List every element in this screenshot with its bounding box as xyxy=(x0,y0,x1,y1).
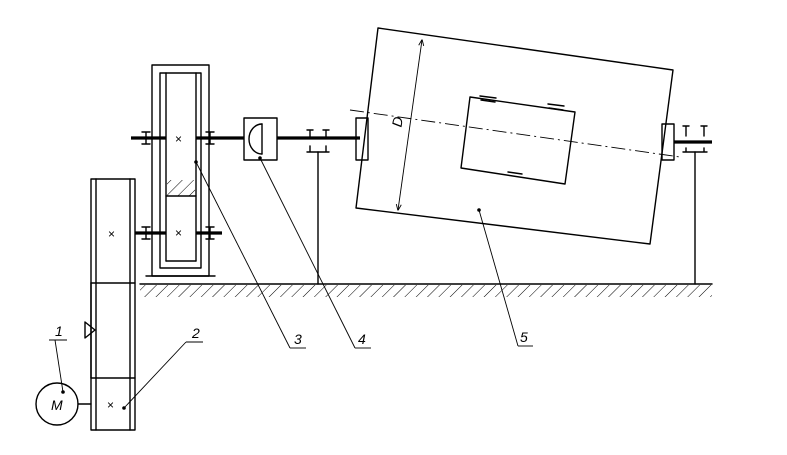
coupling-arc xyxy=(248,123,263,155)
lower-gear-axis-mark: × xyxy=(175,226,182,240)
belt-gap-left xyxy=(92,284,95,376)
callouts: 1 2 3 4 5 xyxy=(49,156,533,410)
motor-symbol: M xyxy=(51,397,63,413)
drum-outline xyxy=(355,27,674,245)
belt-gap-right xyxy=(131,284,134,376)
leader-2 xyxy=(123,341,187,409)
drum-inner-window xyxy=(460,96,576,185)
diameter-arrow xyxy=(398,40,422,210)
label-gearbox: 3 xyxy=(294,331,302,347)
drum: D xyxy=(349,27,681,245)
label-motor: 1 xyxy=(55,323,63,339)
coupling xyxy=(243,117,278,161)
belt-drive-outline xyxy=(90,178,136,431)
drum-trunnion-left xyxy=(355,117,369,161)
bearing-lower-right xyxy=(205,226,215,240)
gear-mesh-hatching xyxy=(167,180,195,196)
leader-3 xyxy=(195,161,291,349)
electric-motor: M xyxy=(35,382,92,426)
leader-5 xyxy=(478,209,519,347)
ground-hatching xyxy=(140,285,712,297)
upper-gear-axis-mark: × xyxy=(175,132,182,146)
label-coupling: 4 xyxy=(358,331,366,347)
drum-inner-marks xyxy=(479,95,565,175)
bearing-upper-right xyxy=(205,131,215,145)
belt-tensioner-symbol xyxy=(84,321,96,339)
label-belt-drive: 2 xyxy=(191,325,200,341)
diameter-symbol: D xyxy=(389,115,407,128)
lower-pulley-axis-mark: × xyxy=(107,398,114,412)
gearbox: × × xyxy=(131,64,222,277)
ground xyxy=(139,283,713,297)
belt-drive: × × xyxy=(84,178,136,431)
support-bearing-right xyxy=(674,125,712,285)
bearing-lower-left xyxy=(141,226,151,240)
leader-1 xyxy=(54,339,64,393)
upper-pulley-axis-mark: × xyxy=(108,227,115,241)
gearbox-inner xyxy=(159,72,202,269)
support-bearing-left xyxy=(306,129,330,285)
label-drum: 5 xyxy=(520,329,528,345)
bearing-upper-left xyxy=(141,131,151,145)
leader-4 xyxy=(259,157,356,349)
